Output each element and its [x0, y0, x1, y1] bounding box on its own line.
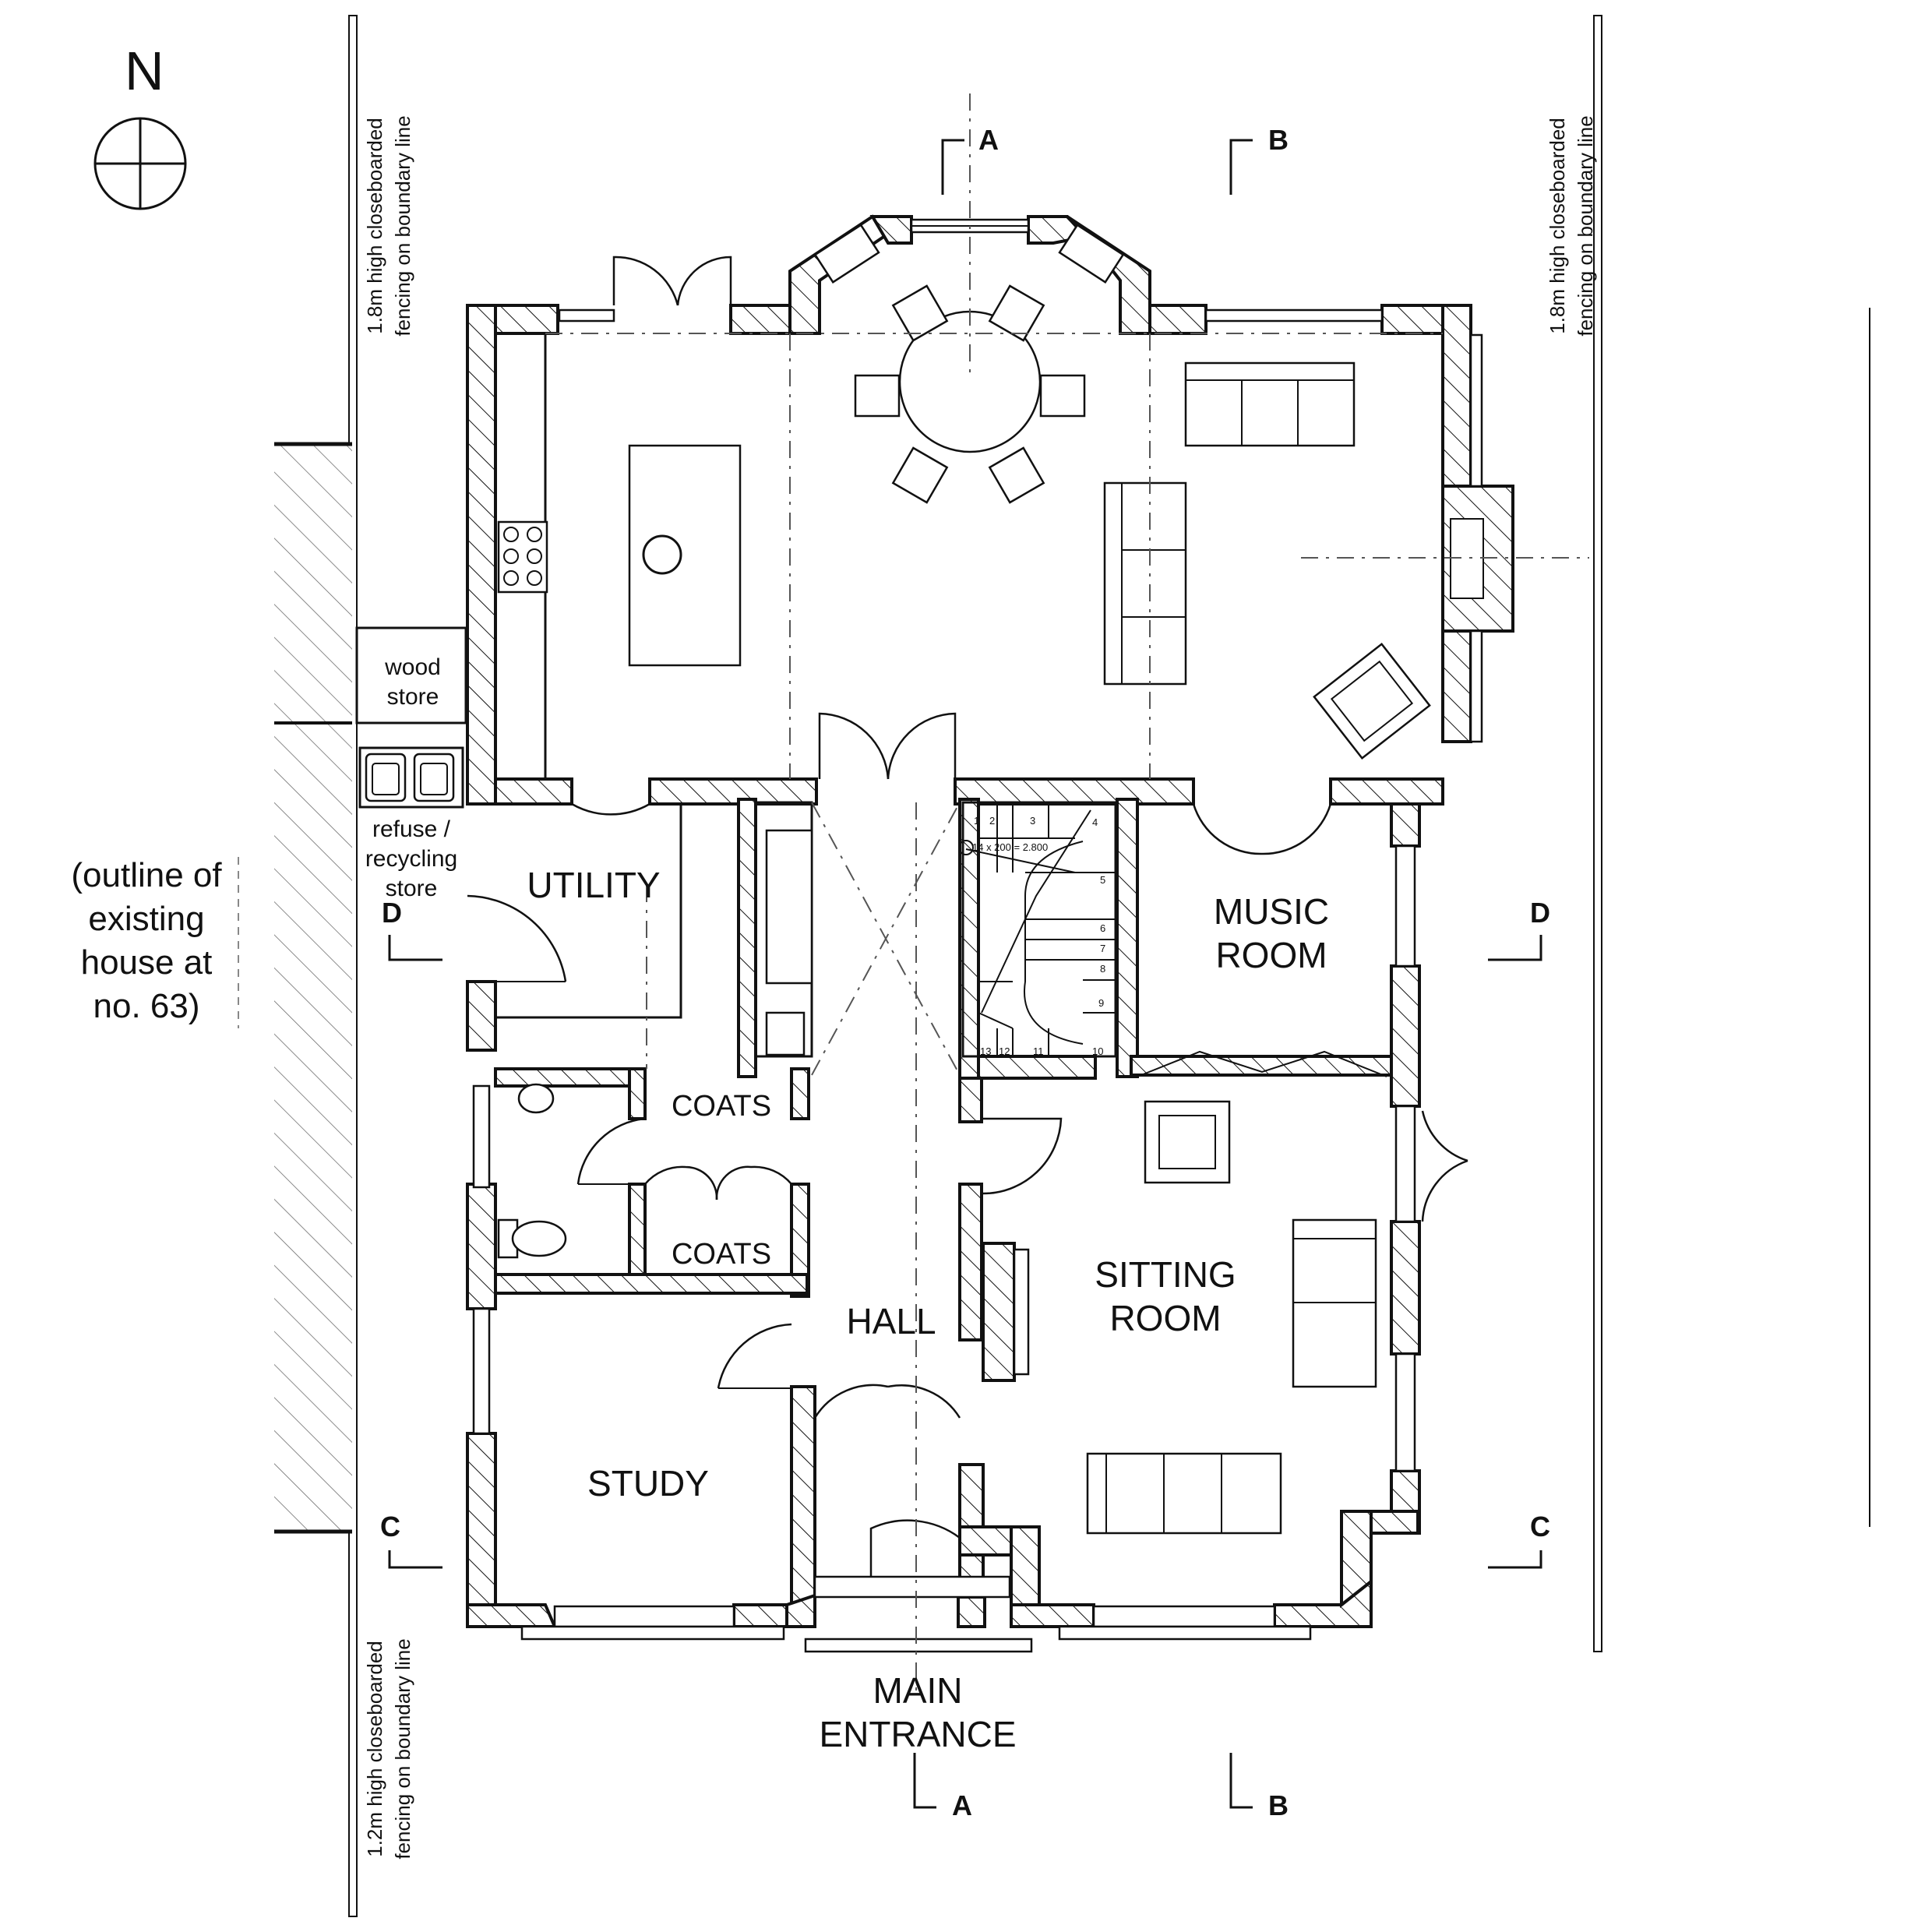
- garden-door: [612, 256, 679, 306]
- room-label-entrance-line1: MAIN: [873, 1670, 963, 1711]
- section-d-left: D: [382, 897, 402, 929]
- refuse-store: [358, 746, 464, 809]
- stair-step-9: 9: [1098, 997, 1104, 1009]
- north-label: N: [125, 41, 164, 101]
- doors: [467, 256, 1468, 1577]
- stair-step-12: 12: [999, 1045, 1010, 1057]
- section-c-left: C: [380, 1511, 400, 1542]
- family-area-furniture: [1103, 361, 1431, 760]
- basin-icon: [517, 1083, 555, 1114]
- refuse-store-label-line3: store: [386, 876, 438, 901]
- refuse-store-label-line2: recycling: [365, 846, 457, 872]
- coats-cupboard-door: [644, 1165, 718, 1200]
- chair-icon: [854, 374, 901, 418]
- chair-icon: [891, 446, 949, 504]
- wood-store-label-line1: wood: [384, 654, 441, 680]
- sofa-icon: [1184, 361, 1356, 447]
- bin-icon: [413, 753, 455, 802]
- stair-step-1: 1: [974, 815, 979, 827]
- room-label-coats-upper: COATS: [672, 1090, 771, 1123]
- stair-step-5: 5: [1100, 874, 1105, 886]
- room-label-hall: HALL: [846, 1301, 936, 1341]
- kitchen-island: [628, 444, 742, 667]
- fence-label-right-upper-line2: fencing on boundary line: [1574, 115, 1597, 336]
- sink-icon: [642, 534, 682, 575]
- section-b-top: B: [1268, 124, 1289, 156]
- stair-step-4: 4: [1092, 816, 1098, 828]
- wc-fittings: [497, 1083, 567, 1259]
- chair-icon: [988, 284, 1045, 342]
- section-c-right: C: [1530, 1511, 1550, 1542]
- stair-step-13: 13: [980, 1045, 991, 1057]
- room-label-utility: UTILITY: [527, 865, 660, 905]
- fence-label-left-lower: 1.2m high closeboarded fencing on bounda…: [363, 1638, 414, 1859]
- toilet-icon: [511, 1220, 567, 1257]
- centre-lines: [545, 93, 1589, 1698]
- stair-step-11: 11: [1033, 1045, 1044, 1057]
- windows: [472, 218, 1483, 1653]
- kitchen-area: [497, 333, 742, 779]
- neighbour-label-line3: house at: [81, 943, 213, 982]
- stair-step-3: 3: [1030, 815, 1035, 827]
- study-door: [717, 1323, 792, 1389]
- section-b-bottom: B: [1268, 1789, 1289, 1821]
- wc-door: [576, 1117, 646, 1185]
- room-label-sitting-line2: ROOM: [1109, 1298, 1221, 1338]
- utility-door: [571, 802, 650, 816]
- stair-step-8: 8: [1100, 963, 1105, 975]
- side-door: [467, 894, 567, 982]
- room-label-music-line2: ROOM: [1215, 935, 1327, 975]
- fence-label-left-lower-line2: fencing on boundary line: [391, 1638, 414, 1859]
- fence-label-left-lower-line1: 1.2m high closeboarded: [363, 1641, 386, 1857]
- hob-icon: [497, 520, 548, 594]
- chair-icon: [1039, 374, 1086, 418]
- section-a-top: A: [978, 124, 999, 156]
- wood-store-label-line2: store: [387, 684, 439, 710]
- room-label-coats-lower: COATS: [672, 1238, 771, 1271]
- neighbour-label-line2: existing: [88, 900, 204, 938]
- stair-step-2: 2: [989, 815, 995, 827]
- sofa-icon: [1086, 1452, 1282, 1535]
- section-markers: [388, 139, 1542, 1809]
- chair-icon: [891, 284, 949, 342]
- fence-label-right-upper: 1.8m high closeboarded fencing on bounda…: [1546, 115, 1597, 336]
- fence-label-left-upper-line1: 1.8m high closeboarded: [363, 118, 386, 334]
- side-garden-door: [1421, 1110, 1468, 1162]
- inner-entrance-door: [813, 1384, 889, 1419]
- stair-note: 14 x 200 = 2.800: [972, 841, 1048, 853]
- dining-set: [854, 284, 1086, 504]
- staircase: [958, 801, 1117, 1058]
- section-d-right: D: [1530, 897, 1550, 929]
- stair-step-10: 10: [1092, 1045, 1103, 1057]
- fence-label-left-upper: 1.8m high closeboarded fencing on bounda…: [363, 115, 414, 336]
- music-room-door: [1192, 803, 1263, 855]
- stair-step-7: 7: [1100, 943, 1105, 954]
- north-arrow: N: [93, 41, 187, 210]
- refuse-store-label-line1: refuse /: [372, 816, 451, 842]
- fence-label-right-upper-line1: 1.8m high closeboarded: [1546, 118, 1569, 334]
- utility-fittings: [495, 801, 961, 1076]
- stair-step-6: 6: [1100, 922, 1105, 934]
- kitchen-door: [818, 712, 890, 780]
- section-a-bottom: A: [952, 1789, 972, 1821]
- sitting-room-furniture: [1086, 1100, 1377, 1535]
- bin-icon: [365, 753, 407, 802]
- sitting-room-door: [981, 1117, 1063, 1195]
- armchair-icon: [1313, 642, 1431, 760]
- neighbour-label-line1: (outline of: [71, 856, 222, 894]
- armchair-icon: [1144, 1100, 1231, 1184]
- room-label-sitting-line1: SITTING: [1095, 1254, 1236, 1295]
- room-label-music-line1: MUSIC: [1214, 891, 1329, 932]
- fence-label-left-upper-line2: fencing on boundary line: [391, 115, 414, 336]
- sofa-icon: [1103, 481, 1187, 686]
- folding-doors: [1137, 1050, 1387, 1077]
- room-label-study: STUDY: [587, 1463, 709, 1504]
- neighbour-label-line4: no. 63): [93, 987, 200, 1025]
- front-door: [869, 1519, 961, 1577]
- neighbour-house-outline: [238, 442, 352, 1534]
- room-label-entrance-line2: ENTRANCE: [819, 1714, 1016, 1754]
- chair-icon: [988, 446, 1045, 504]
